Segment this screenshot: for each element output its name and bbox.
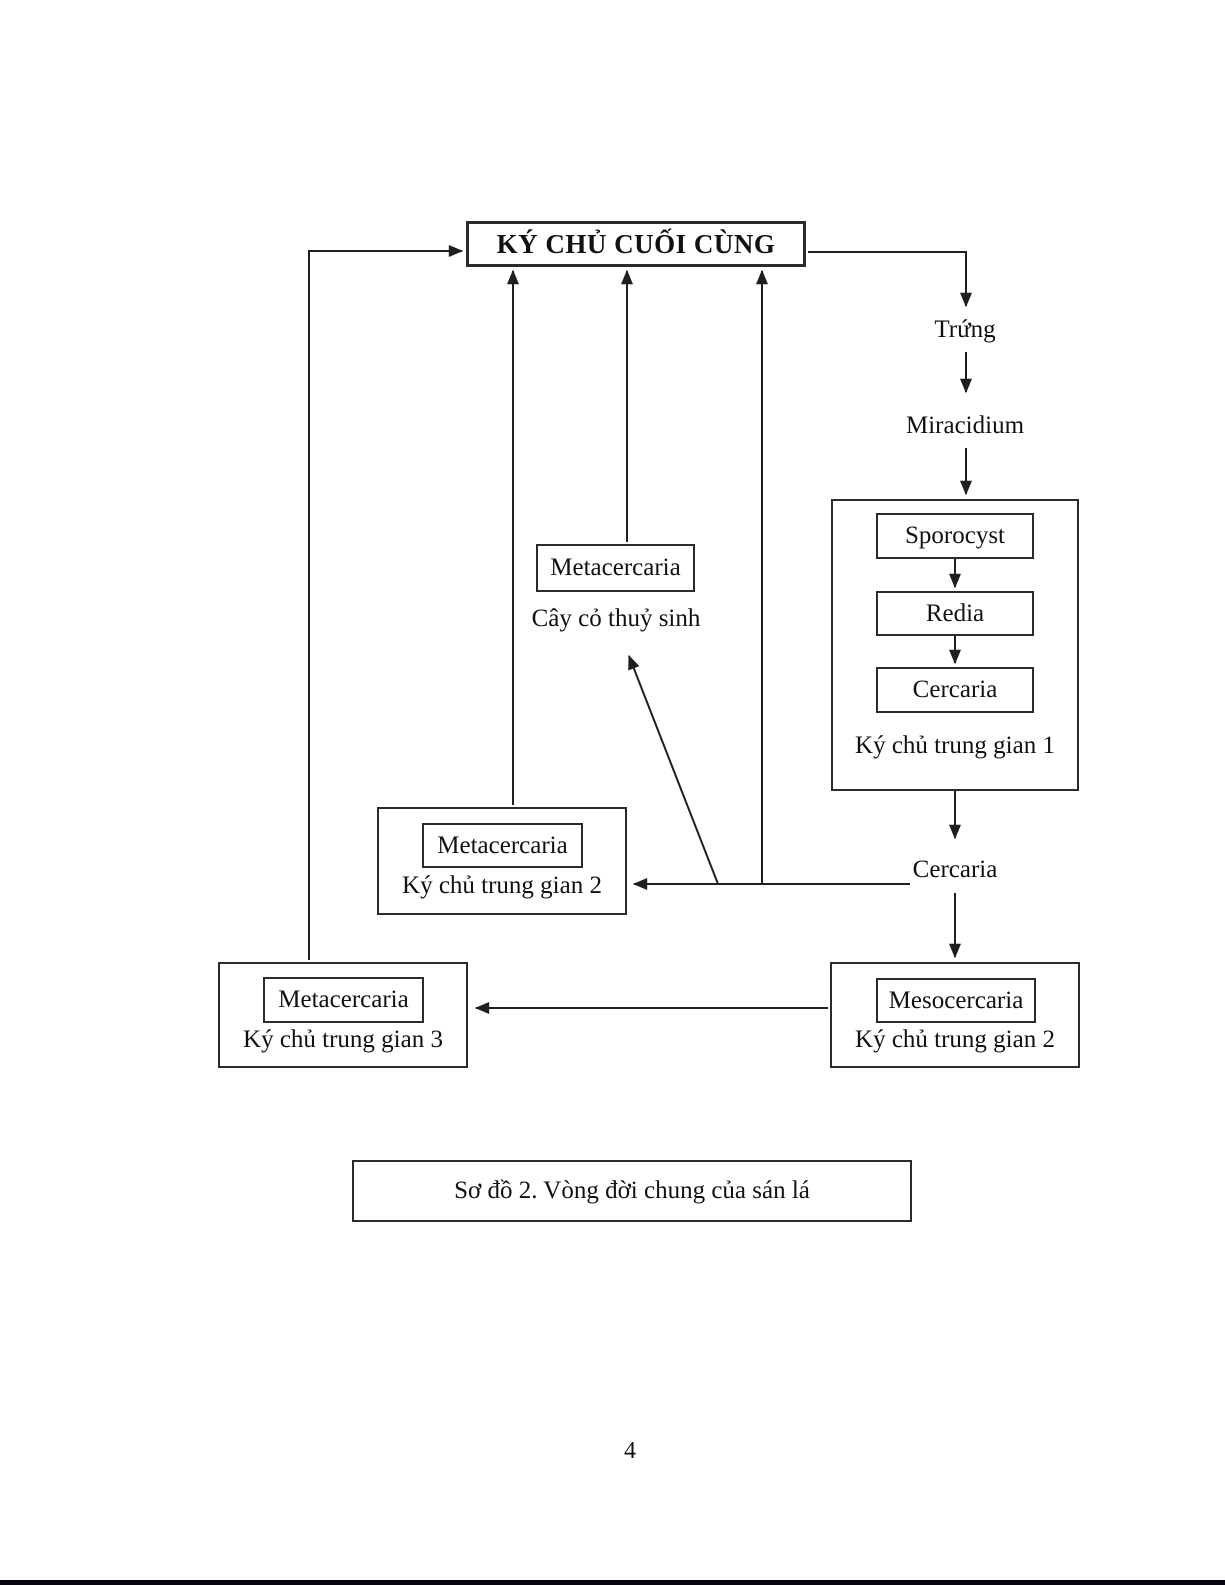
sporocyst-label: Sporocyst <box>905 522 1005 549</box>
intermediate-host-1-box <box>831 499 1079 791</box>
final-host-box: KÝ CHỦ CUỐI CÙNG <box>466 221 806 267</box>
cercaria-stage-label: Cercaria <box>912 676 998 703</box>
arrow-diagonal-to-aquatic-plants <box>628 654 719 885</box>
page-number: 4 <box>624 1437 636 1464</box>
egg-label: Trứng <box>934 316 996 344</box>
intermediate-host-2-mid-box <box>377 807 627 915</box>
intermediate-host-2-bottom-label: Ký chủ trung gian 2 <box>855 1026 1055 1054</box>
caption-box: Sơ đồ 2. Vòng đời chung của sán lá <box>352 1160 912 1222</box>
redia-box: Redia <box>876 591 1034 636</box>
metacercaria-host2-mid-box: Metacercaria <box>422 823 583 868</box>
intermediate-host-3-box <box>218 962 468 1068</box>
miracidium-label: Miracidium <box>905 412 1025 440</box>
metacercaria-host3-box: Metacercaria <box>263 977 424 1023</box>
intermediate-host-1-label: Ký chủ trung gian 1 <box>855 732 1055 760</box>
final-host-label: KÝ CHỦ CUỐI CÙNG <box>496 228 776 259</box>
cercaria-stage-box: Cercaria <box>876 667 1034 713</box>
metacercaria-host2-mid-label: Metacercaria <box>437 831 568 859</box>
intermediate-host-3-label: Ký chủ trung gian 3 <box>243 1026 443 1054</box>
metacercaria-plant-label: Metacercaria <box>550 554 681 581</box>
caption-label: Sơ đồ 2. Vòng đời chung của sán lá <box>454 1177 810 1204</box>
metacercaria-plant-box: Metacercaria <box>536 544 695 592</box>
metacercaria-host3-label: Metacercaria <box>278 986 409 1013</box>
cercaria-free-label: Cercaria <box>912 856 998 884</box>
aquatic-plants-label: Cây cỏ thuỷ sinh <box>531 605 701 633</box>
redia-label: Redia <box>925 599 985 627</box>
mesocercaria-label: Mesocercaria <box>888 986 1024 1014</box>
footer-bar <box>0 1580 1225 1585</box>
arrow-final-host-to-egg <box>808 251 972 308</box>
arrow-host3-loop-to-final-host <box>308 245 464 960</box>
mesocercaria-box: Mesocercaria <box>876 978 1036 1023</box>
intermediate-host-2-mid-label: Ký chủ trung gian 2 <box>402 872 602 900</box>
intermediate-host-2-bottom-box <box>830 962 1080 1068</box>
sporocyst-box: Sporocyst <box>876 513 1034 559</box>
